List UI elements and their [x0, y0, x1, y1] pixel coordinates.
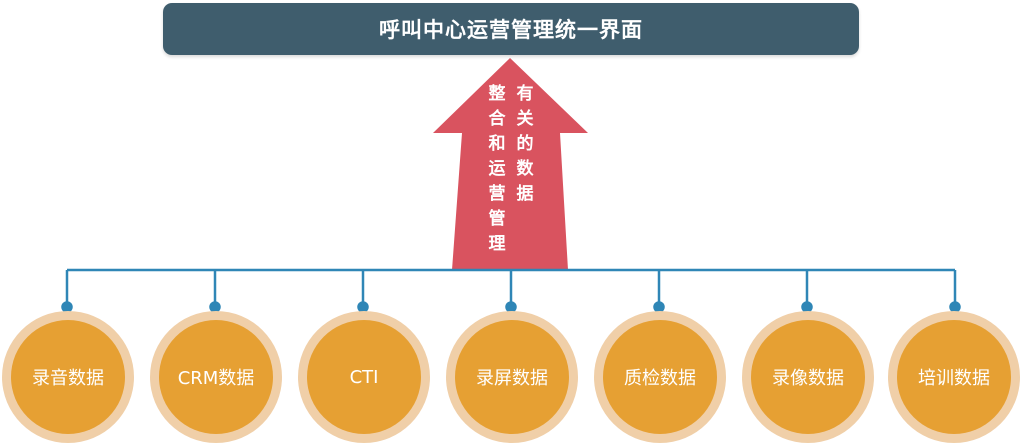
node-screen-recording-data: 录屏数据: [446, 311, 578, 443]
node-label: 质检数据: [603, 320, 717, 434]
arrow-text-left: 整合和运营管理: [488, 84, 506, 254]
node-quality-inspection-data: 质检数据: [594, 311, 726, 443]
node-recording-data: 录音数据: [2, 311, 134, 443]
arrow-text-right: 有关的数据: [516, 84, 534, 204]
connector-drops: [61, 270, 961, 313]
node-label: 录音数据: [11, 320, 125, 434]
node-label: CRM数据: [159, 320, 273, 434]
node-video-data: 录像数据: [742, 311, 874, 443]
node-crm-data: CRM数据: [150, 311, 282, 443]
node-label: CTI: [307, 320, 421, 434]
upward-arrow: [433, 58, 588, 270]
node-label: 录屏数据: [455, 320, 569, 434]
page-title: 呼叫中心运营管理统一界面: [163, 3, 859, 55]
node-label: 录像数据: [751, 320, 865, 434]
node-cti: CTI: [298, 311, 430, 443]
node-training-data: 培训数据: [888, 311, 1020, 443]
node-label: 培训数据: [897, 320, 1011, 434]
